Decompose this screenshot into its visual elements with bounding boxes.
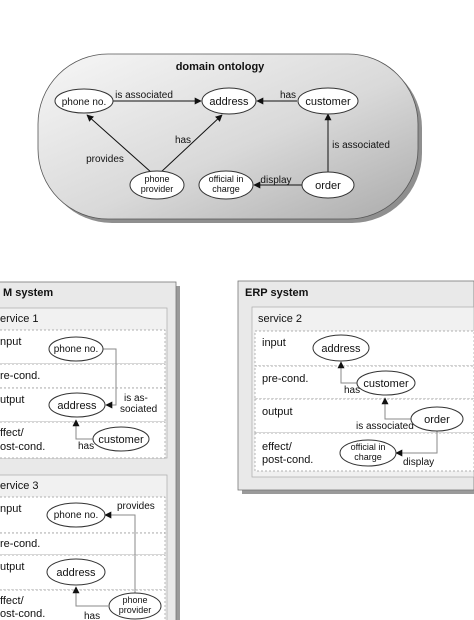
service-1-row-label-input: nput (0, 336, 21, 348)
service-2-row-label-effect: effect/ (262, 441, 293, 453)
crm-title: M system (3, 287, 53, 299)
node-customer-label: customer (305, 96, 351, 108)
node-phone-provider-line1: phone (144, 174, 169, 184)
service-1-node-address[interactable]: address (48, 392, 106, 418)
node-order-label: order (315, 180, 341, 192)
service-2-node-official-line2: charge (354, 452, 382, 462)
service-3-edge-has (72, 586, 108, 607)
service-2-edge-is-associated (381, 397, 411, 420)
service-3-node-phone-provider[interactable]: phone provider (108, 592, 162, 620)
node-address-label: address (209, 96, 249, 108)
edge-label-is-associated-top: is associated (115, 90, 173, 101)
service-3-row-label-precond: re-cond. (0, 538, 40, 550)
service-3-row-label-postcond: ost-cond. (0, 608, 45, 620)
service-3-edge-provides (104, 511, 136, 595)
service-1-node-customer-label: customer (98, 434, 144, 446)
crm-service-3: ervice 3 nput re-cond. utput ffect/ ost-… (0, 474, 168, 620)
service-2-node-address[interactable]: address (312, 334, 370, 362)
edge-label-provides: provides (86, 154, 124, 165)
edge-provider-to-phone (86, 114, 153, 174)
service-2-edge-label-has: has (344, 385, 360, 396)
service-1-node-address-label: address (57, 400, 97, 412)
service-3-node-phone-no-label: phone no. (54, 510, 99, 521)
service-3-row-label-output: utput (0, 561, 24, 573)
service-2-node-order-label: order (424, 414, 450, 426)
service-3-node-phone-no[interactable]: phone no. (46, 502, 106, 528)
service-2-title: service 2 (258, 313, 302, 325)
node-order[interactable]: order (301, 171, 355, 199)
edge-label-display: display (260, 175, 291, 186)
service-3-node-address[interactable]: address (46, 558, 106, 586)
service-2-edge-label-is-associated: is associated (356, 421, 414, 432)
service-1-edge-label-has: has (78, 441, 94, 452)
service-1-edge-has (72, 419, 94, 440)
service-1-node-phone-no[interactable]: phone no. (48, 336, 104, 362)
node-official-line1: official in (209, 174, 244, 184)
crm-system-panel: M system ervice 1 nput re-cond. utput ff… (0, 281, 180, 620)
service-2-edge-display (395, 430, 438, 457)
service-3-edge-label-has: has (84, 611, 100, 620)
service-3-node-phone-provider-line1: phone (122, 595, 147, 605)
erp-system-panel: ERP system service 2 input pre-cond. out… (237, 280, 474, 494)
ontology-title: domain ontology (176, 61, 265, 73)
service-3-node-phone-provider-line2: provider (119, 605, 152, 615)
service-3-row-label-effect: ffect/ (0, 595, 25, 607)
service-2-edge-label-display: display (403, 457, 434, 468)
erp-title: ERP system (245, 287, 309, 299)
service-2-node-customer-label: customer (363, 378, 409, 390)
service-2-node-order[interactable]: order (410, 406, 464, 432)
service-1-edge-label-is-associated-1: is as- (124, 393, 148, 404)
service-3-row-label-input: nput (0, 503, 21, 515)
service-1-edge-label-is-associated-2: sociated (120, 404, 157, 415)
edge-provider-to-address (159, 114, 223, 174)
service-1-edge-is-associated (103, 348, 117, 409)
service-2-row-label-precond: pre-cond. (262, 373, 308, 385)
node-phone-no-label: phone no. (62, 97, 107, 108)
service-1-title: ervice 1 (0, 313, 39, 325)
service-2-row-label-input: input (262, 337, 286, 349)
service-1-row-label-precond: re-cond. (0, 370, 40, 382)
erp-service-2: service 2 input pre-cond. output effect/… (251, 306, 474, 478)
service-2-node-address-label: address (321, 343, 361, 355)
domain-ontology: domain ontology is associated has has pr… (37, 53, 422, 223)
node-phone-no[interactable]: phone no. (54, 88, 114, 114)
service-3-title: ervice 3 (0, 480, 39, 492)
edge-label-has-mid: has (175, 135, 191, 146)
edge-label-has-top: has (280, 90, 296, 101)
node-address[interactable]: address (201, 87, 257, 115)
service-2-node-customer[interactable]: customer (356, 370, 416, 396)
service-2-node-official-in-charge[interactable]: official in charge (339, 439, 397, 467)
node-phone-provider[interactable]: phone provider (129, 170, 185, 200)
service-2-edge-has (337, 361, 358, 384)
node-official-line2: charge (212, 184, 240, 194)
crm-service-1: ervice 1 nput re-cond. utput ffect/ ost-… (0, 307, 168, 459)
node-customer[interactable]: customer (297, 87, 359, 115)
service-1-row-label-output: utput (0, 394, 24, 406)
service-1-node-customer[interactable]: customer (92, 426, 150, 452)
service-2-row-label-postcond: post-cond. (262, 454, 313, 466)
node-phone-provider-line2: provider (141, 184, 174, 194)
node-official-in-charge[interactable]: official in charge (198, 170, 254, 200)
service-1-row-label-effect: ffect/ (0, 427, 25, 439)
service-1-node-phone-no-label: phone no. (54, 344, 99, 355)
service-3-edge-label-provides: provides (117, 501, 155, 512)
service-2-node-official-line1: official in (351, 442, 386, 452)
service-3-row-precond (0, 532, 166, 556)
service-3-node-address-label: address (56, 567, 96, 579)
service-2-row-label-output: output (262, 406, 293, 418)
service-1-row-label-postcond: ost-cond. (0, 441, 45, 453)
edge-label-is-associated-right: is associated (332, 140, 390, 151)
